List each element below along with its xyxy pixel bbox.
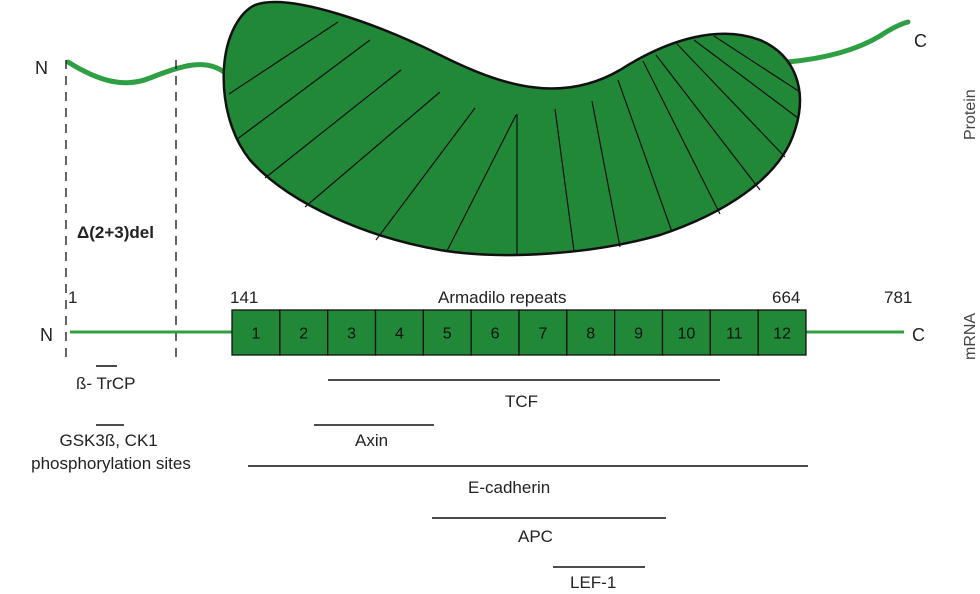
protein-side-label: Protein [962,89,979,140]
mrna-c-label: C [912,325,925,345]
repeat-label-4: 4 [395,326,404,343]
repeat-label-8: 8 [586,326,595,343]
repeat-label-10: 10 [678,326,696,343]
axin-label: Axin [355,431,388,450]
repeat-label-2: 2 [299,326,308,343]
position-1: 1 [68,288,77,307]
position-141: 141 [230,288,258,307]
mrna-side-label: mRNA [962,313,979,360]
protein-c-label: C [914,31,927,51]
repeat-label-1: 1 [251,326,260,343]
repeat-label-12: 12 [773,326,791,343]
binding-region-lines [96,366,808,567]
protein-n-label: N [35,58,48,78]
repeat-label-11: 11 [726,326,743,343]
protein-c-tail [788,22,908,62]
apc-label: APC [518,527,553,546]
mrna-n-label: N [40,325,53,345]
gsk3b-label: GSK3ß, CK1 phosphorylation sites [31,431,191,473]
lef1-label: LEF-1 [570,573,616,592]
ecadherin-label: E-cadherin [468,478,550,497]
protein-n-tail [68,62,224,83]
tcf-label: TCF [505,392,538,411]
armadillo-repeats-label: Armadilo repeats [438,288,567,307]
deletion-label: Δ(2+3)del [77,223,154,242]
repeat-label-3: 3 [347,326,356,343]
repeat-label-5: 5 [443,326,452,343]
btrcp-label: ß- TrCP [76,374,136,393]
position-781: 781 [884,288,912,307]
repeat-label-7: 7 [538,326,547,343]
position-664: 664 [772,288,800,307]
repeat-label-6: 6 [491,326,500,343]
repeat-label-9: 9 [634,326,643,343]
